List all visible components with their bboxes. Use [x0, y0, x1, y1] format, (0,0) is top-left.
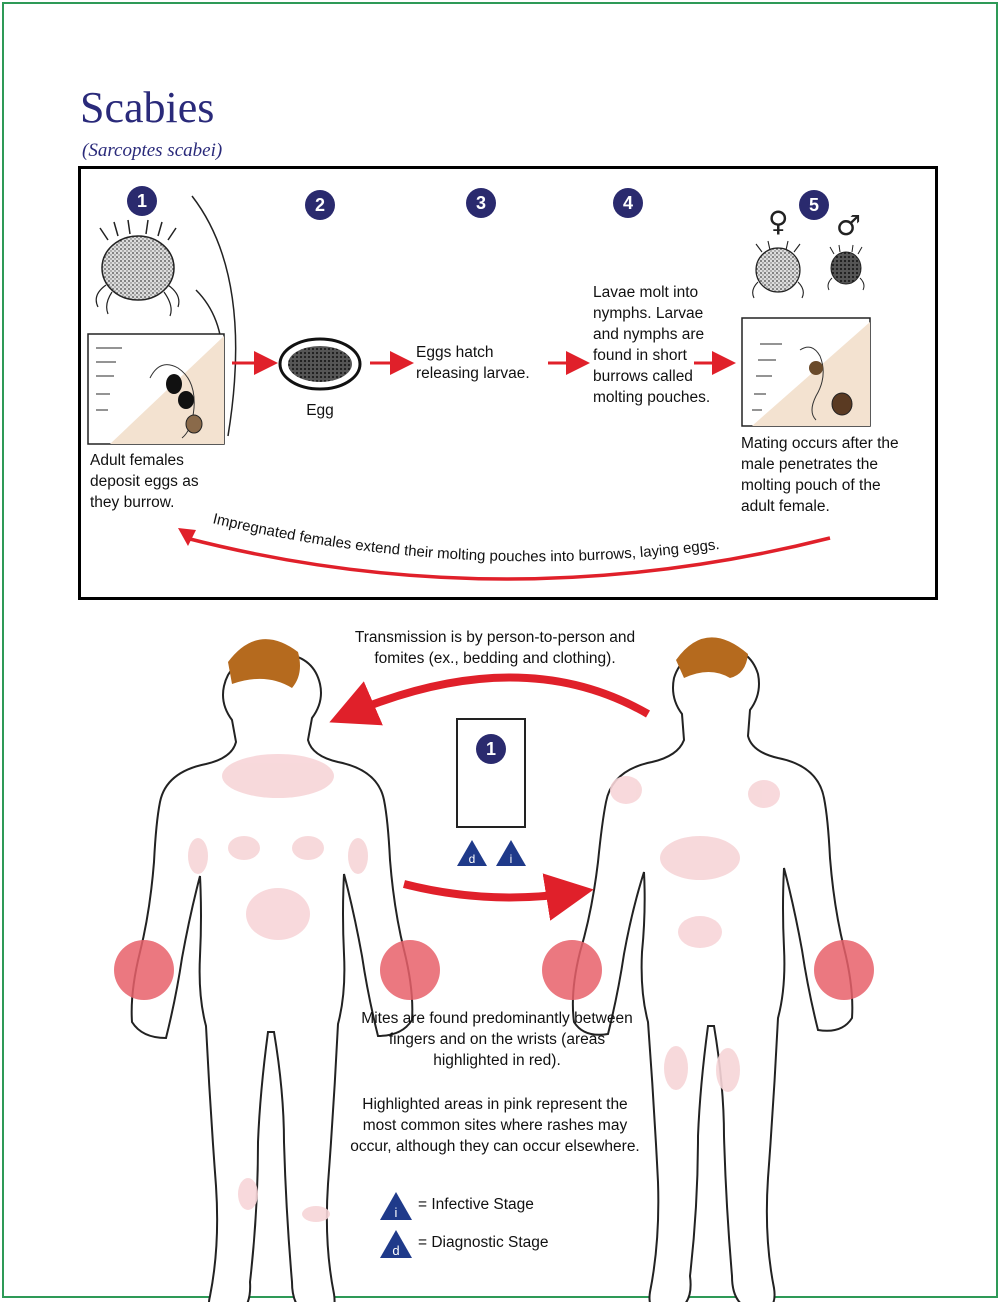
- adult-female-mite-illustration: [95, 195, 237, 437]
- stage-2-number: 2: [305, 190, 335, 220]
- transmission-text: Transmission is by person-to-person and …: [354, 629, 636, 667]
- female-mite-stage5: [752, 240, 804, 299]
- stage-1-text: Adult females deposit eggs as they burro…: [90, 452, 199, 511]
- return-arrow-label: Impregnated females extend their molting…: [211, 510, 720, 565]
- hand-areas-red: [114, 940, 874, 1000]
- stage-1-number: 1: [127, 186, 157, 216]
- transmission-arrow-to-left: [329, 673, 651, 726]
- legend-diagnostic-triangle: d: [380, 1230, 412, 1258]
- page-subtitle: (Sarcoptes scabei): [82, 140, 223, 161]
- male-mite-stage5: [827, 244, 865, 291]
- burrow-skin-illustration-5: [741, 317, 871, 427]
- legend-infective-triangle: i: [380, 1192, 412, 1220]
- legend-infective-label: = Infective Stage: [418, 1196, 534, 1213]
- diagnostic-stage-triangle: d: [457, 840, 487, 866]
- mites-location-note: Mites are found predominantly between fi…: [361, 1010, 633, 1069]
- rash-areas-note: Highlighted areas in pink represent the …: [350, 1096, 640, 1155]
- stage-3-number: 3: [466, 188, 496, 218]
- center-stage-number: 1: [476, 734, 506, 764]
- hair-back-view: [228, 639, 300, 688]
- stage-4-text: Lavae molt into nymphs. Larvae and nymph…: [593, 284, 711, 406]
- svg-text:i: i: [510, 852, 513, 866]
- egg-illustration: [278, 337, 362, 391]
- stage-4-number: 4: [613, 188, 643, 218]
- stage-5-number: 5: [799, 190, 829, 220]
- transmission-arrow-to-right: [403, 873, 594, 921]
- female-symbol: ♀: [768, 205, 789, 238]
- return-arrow: [185, 536, 831, 581]
- rash-areas-front: [610, 776, 780, 1092]
- stage-2-text: Egg: [306, 402, 334, 419]
- rash-areas-back: [188, 754, 368, 1222]
- burrow-skin-illustration-1: [87, 333, 225, 445]
- infective-stage-triangle: i: [496, 840, 526, 866]
- stage-3-text: Eggs hatch releasing larvae.: [416, 344, 530, 382]
- life-cycle-panel: [78, 166, 938, 600]
- svg-text:d: d: [469, 852, 476, 866]
- svg-text:d: d: [392, 1243, 399, 1258]
- svg-text:i: i: [395, 1205, 398, 1220]
- male-symbol: ♂: [836, 209, 862, 242]
- page-title: Scabies: [80, 83, 215, 132]
- stage-5-text: Mating occurs after the male penetrates …: [741, 435, 899, 515]
- hair-front-view: [676, 637, 748, 678]
- legend-diagnostic-label: = Diagnostic Stage: [418, 1234, 549, 1251]
